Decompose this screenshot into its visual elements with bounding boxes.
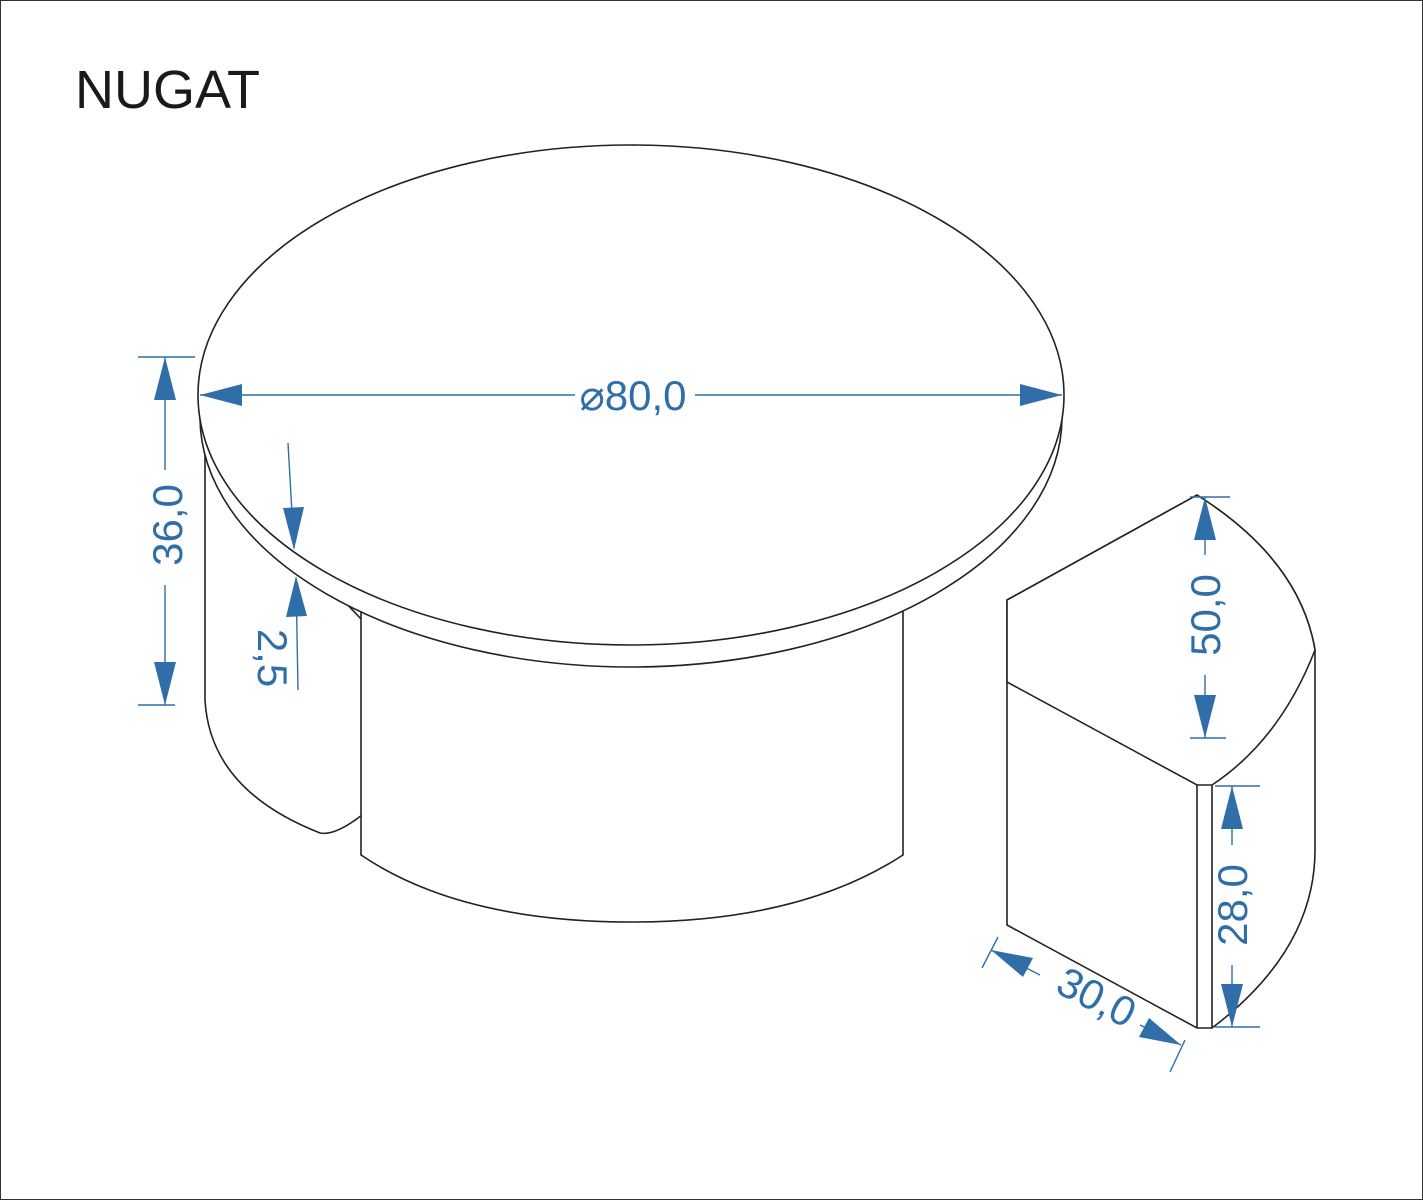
stool-height-label: 28,0 <box>1209 864 1256 946</box>
dimension-diameter: ⌀80,0 <box>200 372 1062 419</box>
diameter-label: ⌀80,0 <box>579 372 686 419</box>
stool <box>1006 494 1316 1029</box>
stool-width-label: 50,0 <box>1182 574 1229 656</box>
dimension-stool-height: 28,0 <box>1209 785 1260 1028</box>
table-height-label: 36,0 <box>144 484 191 566</box>
table-top <box>197 144 1065 646</box>
top-thickness-label: 2,5 <box>249 629 296 687</box>
dimension-table-height: 36,0 <box>138 356 195 706</box>
stool-top <box>1006 494 1316 786</box>
coffee-table <box>197 144 1065 923</box>
dimension-stool-width: 50,0 <box>1182 496 1230 739</box>
table-left-leg <box>204 452 363 835</box>
dimension-top-thickness: 2,5 <box>249 442 307 691</box>
table-center-leg <box>360 609 904 923</box>
product-title: NUGAT <box>75 60 260 120</box>
